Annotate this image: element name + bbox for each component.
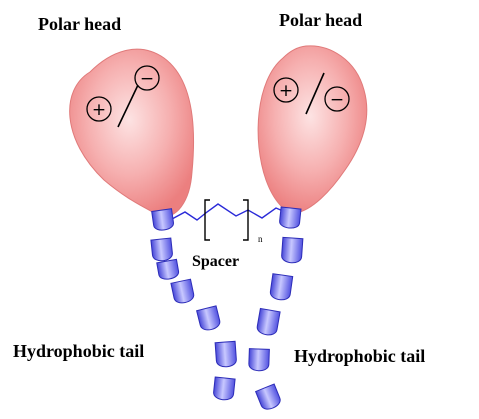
tail-segment	[171, 279, 195, 304]
spacer-repeat-subscript: n	[258, 234, 263, 244]
spacer-label: Spacer	[192, 253, 239, 270]
polar-head-label-right: Polar head	[279, 10, 362, 30]
spacer-chain	[172, 204, 290, 220]
negative-charge-sign: −	[330, 90, 344, 110]
tail-segment	[256, 308, 280, 336]
tail-segment	[151, 238, 173, 262]
tail-segment	[197, 306, 222, 332]
polar-head-left	[70, 49, 194, 216]
tail-segment	[213, 377, 235, 401]
hydrophobic-tail-left	[151, 209, 237, 401]
polar-head-label-left: Polar head	[38, 14, 121, 34]
tail-segment	[256, 384, 283, 412]
spacer: n	[172, 200, 290, 244]
spacer-bracket-left	[205, 200, 210, 240]
hydrophobic-tail-label-right: Hydrophobic tail	[294, 346, 425, 366]
tail-segment	[249, 349, 270, 371]
hydrophobic-tail-label-left: Hydrophobic tail	[13, 341, 144, 361]
tail-segment	[279, 207, 301, 229]
tail-segment	[215, 341, 237, 367]
tail-segment	[157, 259, 180, 280]
tail-segment	[152, 209, 175, 232]
tail-segment	[269, 274, 292, 301]
positive-charge-sign: +	[279, 81, 293, 101]
positive-charge-sign: +	[92, 100, 106, 120]
spacer-bracket-right	[243, 200, 248, 240]
polar-head-right	[258, 46, 367, 213]
negative-charge-sign: −	[140, 69, 154, 89]
hydrophobic-tail-right	[249, 207, 303, 412]
tail-segment	[281, 237, 303, 263]
